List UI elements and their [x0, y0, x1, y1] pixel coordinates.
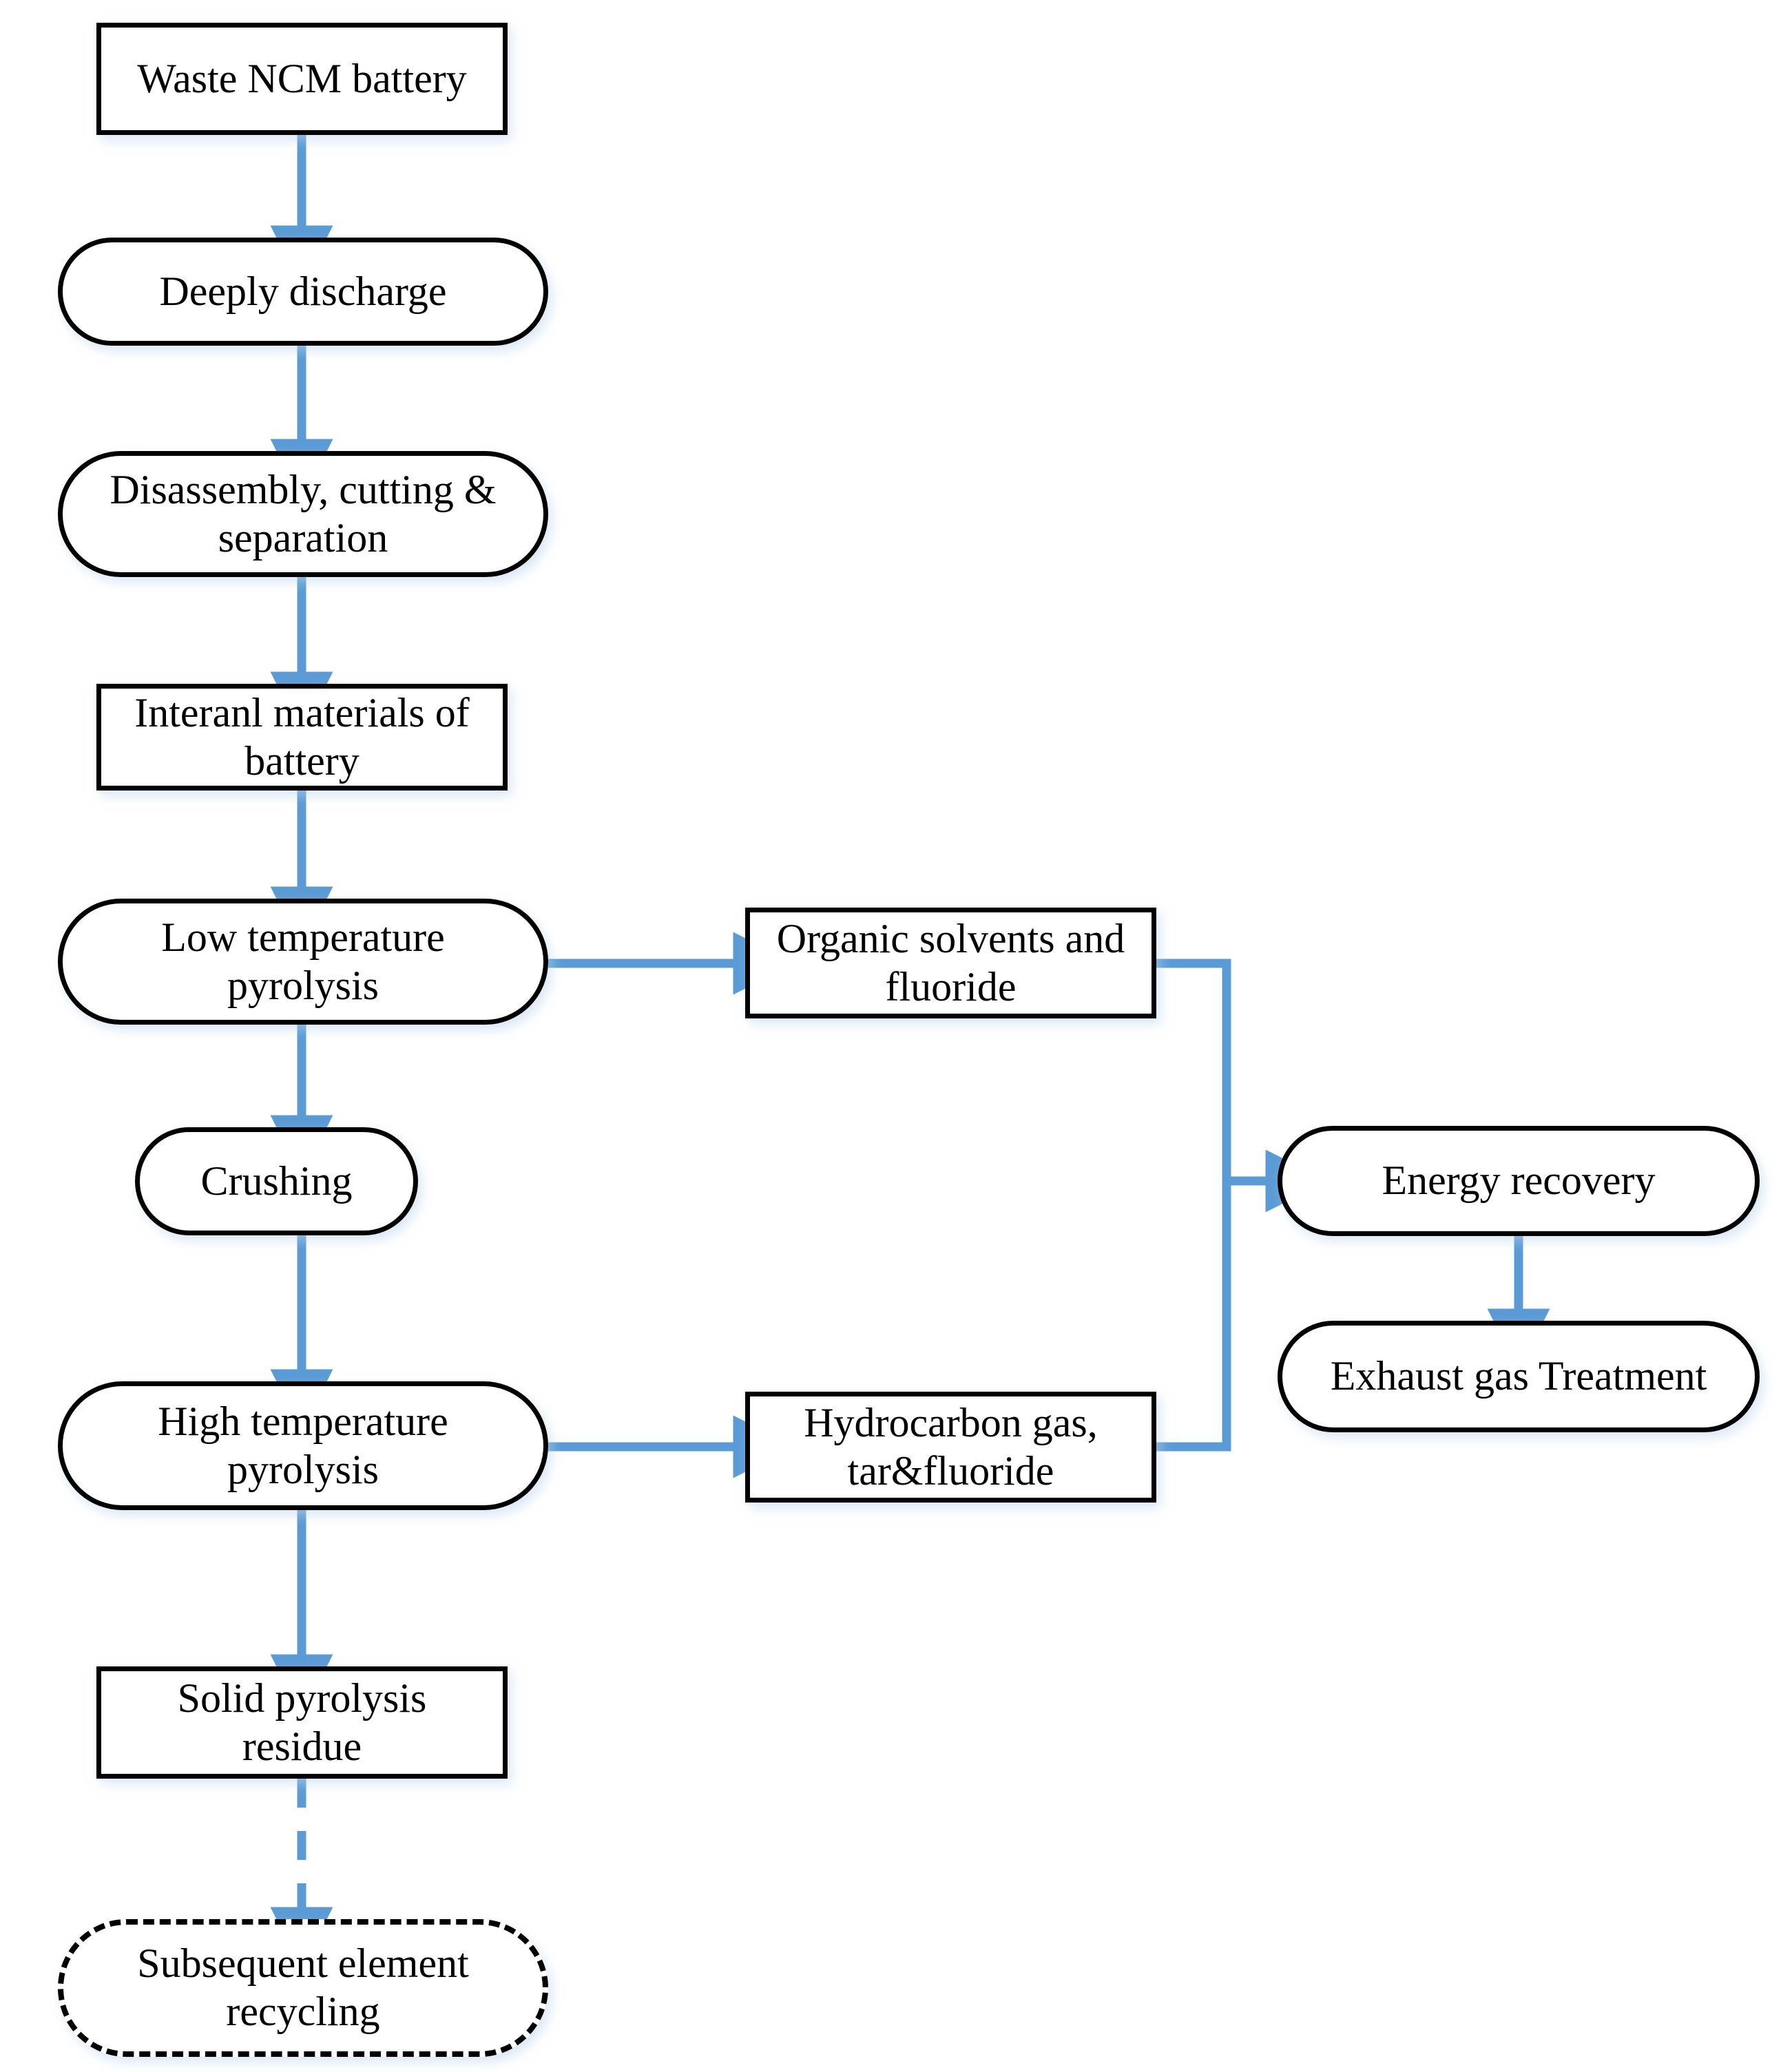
node-label: Deeply discharge — [159, 268, 447, 314]
node-waste-ncm-battery[interactable]: Waste NCM battery — [96, 23, 508, 135]
node-label: Organic solvents and fluoride — [776, 915, 1125, 1009]
node-label: Disassembly, cutting & separation — [110, 466, 497, 561]
node-low-temperature-pyrolysis[interactable]: Low temperature pyrolysis — [58, 899, 548, 1025]
node-label: Solid pyrolysis residue — [177, 1675, 427, 1769]
node-internal-materials-of-battery[interactable]: Interanl materials of battery — [96, 684, 508, 791]
node-label: Waste NCM battery — [137, 55, 467, 101]
node-deeply-discharge[interactable]: Deeply discharge — [58, 238, 548, 346]
node-subsequent-element-recycling[interactable]: Subsequent element recycling — [58, 1919, 548, 2057]
node-energy-recovery[interactable]: Energy recovery — [1278, 1126, 1760, 1236]
edge-organic-to-energy — [1156, 959, 1329, 1213]
node-label: Crushing — [200, 1158, 353, 1204]
node-exhaust-gas-treatment[interactable]: Exhaust gas Treatment — [1278, 1321, 1760, 1432]
edge-hydrocarbon-to-energy — [1156, 1181, 1231, 1452]
node-label: Interanl materials of battery — [134, 689, 470, 784]
node-label: High temperature pyrolysis — [158, 1398, 448, 1492]
node-label: Exhaust gas Treatment — [1330, 1353, 1707, 1399]
node-solid-pyrolysis-residue[interactable]: Solid pyrolysis residue — [96, 1666, 508, 1779]
node-crushing[interactable]: Crushing — [135, 1127, 418, 1235]
node-hydrocarbon-gas-tar-fluoride[interactable]: Hydrocarbon gas, tar&fluoride — [745, 1392, 1156, 1503]
node-label: Energy recovery — [1382, 1158, 1656, 1204]
node-organic-solvents-and-fluoride[interactable]: Organic solvents and fluoride — [745, 908, 1156, 1018]
node-disassembly-cutting-separation[interactable]: Disassembly, cutting & separation — [58, 451, 548, 577]
node-high-temperature-pyrolysis[interactable]: High temperature pyrolysis — [58, 1381, 548, 1510]
node-label: Hydrocarbon gas, tar&fluoride — [804, 1399, 1098, 1494]
node-label: Low temperature pyrolysis — [161, 914, 445, 1008]
node-label: Subsequent element recycling — [137, 1940, 469, 2034]
